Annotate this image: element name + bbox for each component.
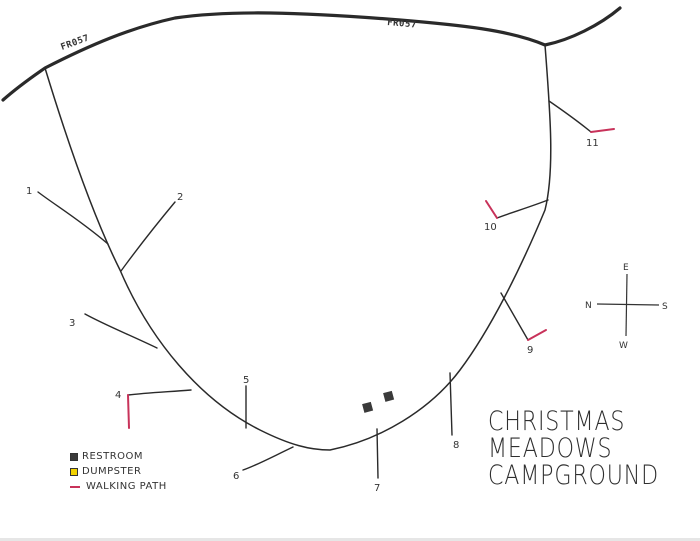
compass-label-right: S xyxy=(662,302,668,312)
site-6-label: 6 xyxy=(233,471,239,482)
compass-label-bottom: W xyxy=(619,341,628,351)
site-11-walking-path xyxy=(590,128,615,133)
compass-label-left: N xyxy=(585,301,592,311)
restroom-swatch-icon xyxy=(70,452,78,461)
site-5-label: 5 xyxy=(243,375,249,386)
walking-path-swatch-icon xyxy=(70,485,80,488)
site-4-walking-path xyxy=(127,394,130,429)
legend-label-restroom: RESTROOM xyxy=(82,451,144,462)
legend-label-walking-path: WALKING PATH xyxy=(86,481,167,492)
legend-item-restroom: RESTROOM xyxy=(70,449,167,464)
site-4-label: 4 xyxy=(115,390,121,401)
page-bottom-edge xyxy=(0,538,700,541)
site-9-walking-path xyxy=(527,329,547,341)
site-1-label: 1 xyxy=(26,186,32,197)
map-legend: RESTROOM DUMPSTER WALKING PATH xyxy=(70,449,167,494)
map-title: CHRISTMAS MEADOWS CAMPGROUND xyxy=(488,408,659,489)
site-8-spur xyxy=(449,372,453,436)
site-3-label: 3 xyxy=(69,318,75,329)
legend-label-dumpster: DUMPSTER xyxy=(82,466,142,477)
restroom-icon xyxy=(383,390,395,402)
site-10-walking-path xyxy=(485,200,498,219)
site-3-spur xyxy=(84,313,158,349)
site-7-spur xyxy=(376,428,379,479)
site-10-label: 10 xyxy=(484,222,497,233)
dumpster-swatch-icon xyxy=(70,467,78,476)
title-line-2: MEADOWS xyxy=(488,433,613,464)
legend-item-dumpster: DUMPSTER xyxy=(70,464,167,479)
site-4-spur xyxy=(127,389,192,396)
site-8-label: 8 xyxy=(453,440,459,451)
site-11-spur xyxy=(548,100,592,133)
site-9-label: 9 xyxy=(527,345,533,356)
compass-rose: E N S W xyxy=(585,263,668,351)
restroom-icon xyxy=(362,401,374,413)
title-line-3: CAMPGROUND xyxy=(488,460,660,491)
site-7-label: 7 xyxy=(374,483,380,494)
site-2-label: 2 xyxy=(177,192,183,203)
site-10-spur xyxy=(496,199,549,219)
site-11-label: 11 xyxy=(586,138,599,149)
compass-label-top: E xyxy=(623,263,629,273)
site-1-spur xyxy=(37,191,109,245)
site-6-spur xyxy=(242,446,294,471)
site-9-spur xyxy=(500,292,529,341)
main-road-fr057 xyxy=(1,6,622,102)
campground-loop-road xyxy=(44,44,552,451)
road-label-fr057-center: FR057 xyxy=(387,18,417,31)
site-2-spur xyxy=(120,201,176,272)
title-line-1: CHRISTMAS xyxy=(488,406,626,437)
legend-item-walking-path: WALKING PATH xyxy=(70,479,167,494)
